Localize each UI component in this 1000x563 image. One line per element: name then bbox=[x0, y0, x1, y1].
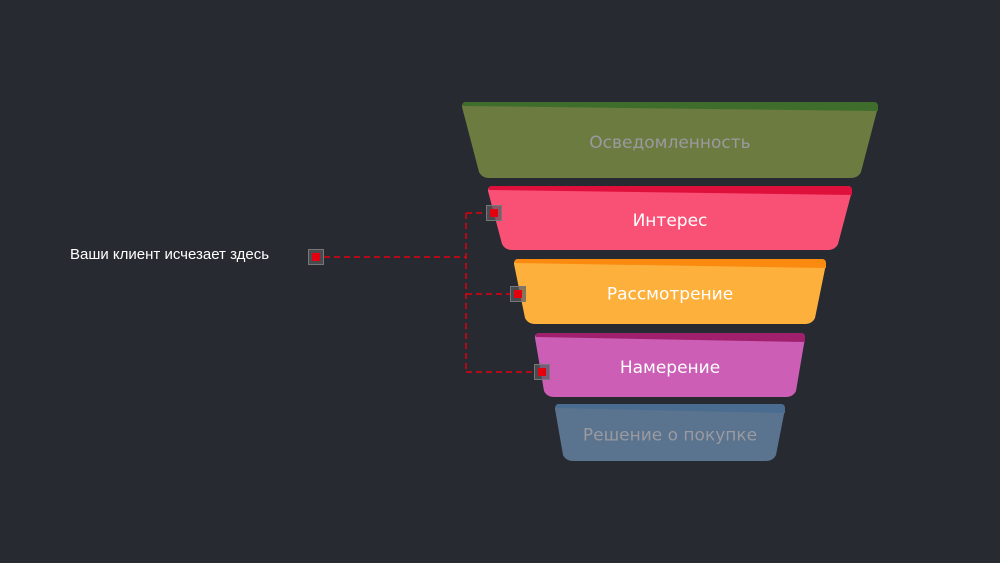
stage-shape bbox=[535, 333, 805, 397]
stage-label: Осведомленность bbox=[589, 133, 750, 153]
stage-top-edge bbox=[514, 259, 826, 268]
marker-dot bbox=[538, 368, 546, 376]
stage-shape bbox=[488, 186, 852, 250]
stage-top-edge bbox=[462, 102, 878, 111]
stage-label: Рассмотрение bbox=[607, 285, 733, 305]
stage-shape bbox=[514, 259, 826, 324]
stage-marker bbox=[534, 364, 550, 380]
stage-marker bbox=[486, 205, 502, 221]
stage-marker bbox=[510, 286, 526, 302]
stage-shape bbox=[555, 404, 785, 461]
marker-dot bbox=[312, 253, 320, 261]
stage-label: Интерес bbox=[633, 211, 708, 231]
stage-top-edge bbox=[555, 404, 785, 413]
callout-label: Ваши клиент исчезает здесь bbox=[70, 246, 270, 263]
funnel-stage-1: Осведомленность bbox=[462, 102, 878, 178]
stage-shape bbox=[462, 102, 878, 178]
funnel-stage-3: Рассмотрение bbox=[514, 259, 826, 324]
stage-label: Решение о покупке bbox=[583, 426, 757, 446]
funnel-stage-4: Намерение bbox=[535, 333, 805, 397]
funnel-stage-5: Решение о покупке bbox=[555, 404, 785, 461]
stage-label: Намерение bbox=[620, 358, 720, 378]
stage-top-edge bbox=[488, 186, 852, 195]
callout-marker bbox=[308, 249, 324, 265]
stage-top-edge bbox=[535, 333, 805, 342]
marker-dot bbox=[514, 290, 522, 298]
marker-dot bbox=[490, 209, 498, 217]
funnel-stage-2: Интерес bbox=[488, 186, 852, 250]
